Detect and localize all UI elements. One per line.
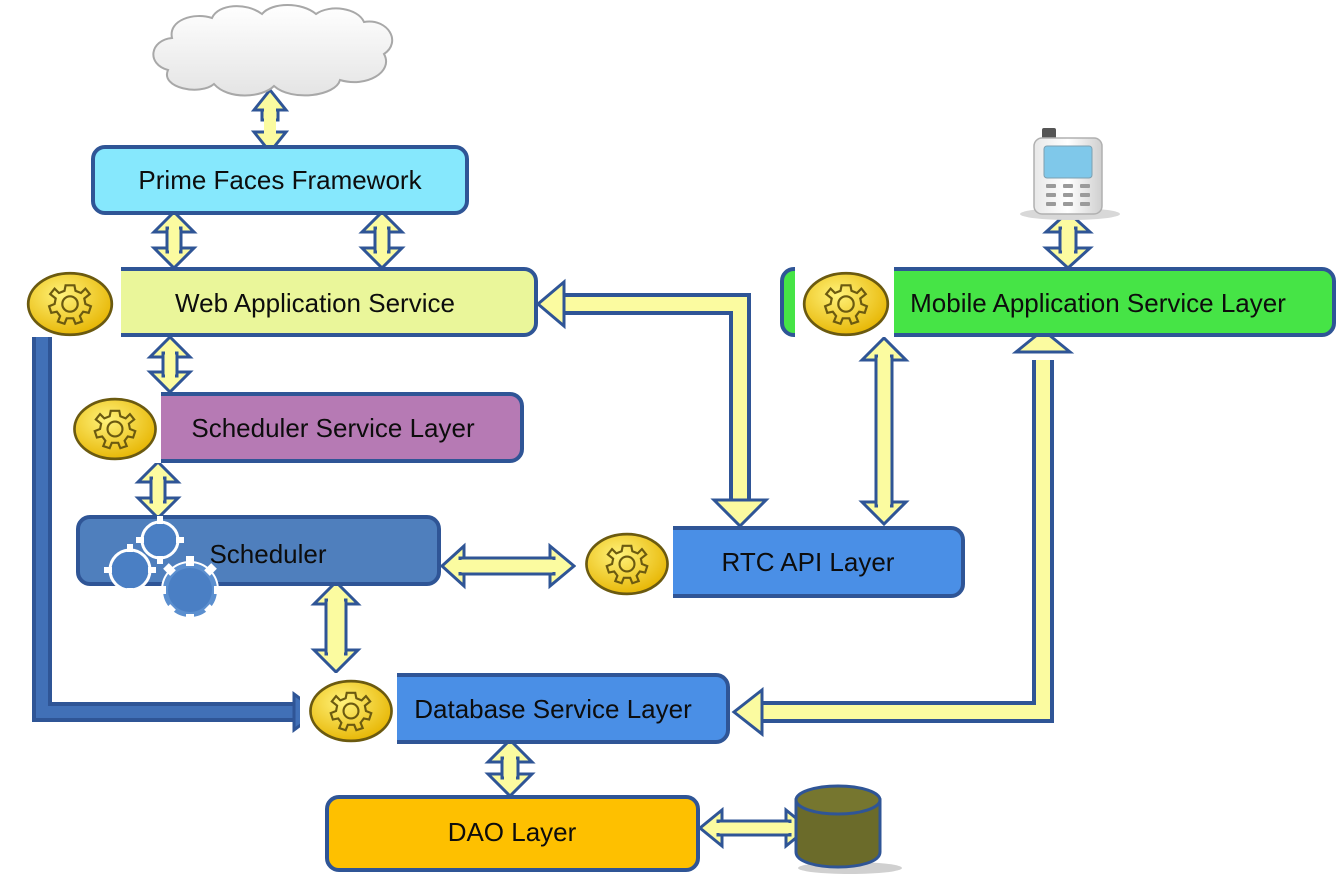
prime-faces-framework-box: Prime Faces Framework	[91, 145, 469, 215]
dao-to-db-arrow	[697, 806, 811, 850]
dao-label: DAO Layer	[448, 817, 577, 847]
scheduler-label: Scheduler	[209, 539, 326, 569]
scheduler-box: Scheduler	[76, 515, 441, 624]
phone-to-mobile-arrow	[1042, 209, 1094, 271]
gear-icon	[309, 679, 393, 743]
mobile-to-rtc-arrow	[858, 335, 910, 527]
cogs-icon	[104, 516, 224, 624]
gear-icon	[26, 271, 114, 337]
scheduler-service-label: Scheduler Service Layer	[191, 413, 475, 443]
web-application-label: Web Application Service	[175, 288, 455, 318]
mobile-application-service-box: Mobile Application Service Layer	[780, 267, 1336, 337]
gear-icon	[73, 397, 157, 461]
webapp-to-rtc-arrow	[535, 278, 770, 529]
scheduler-to-database-arrow	[310, 579, 362, 675]
database-service-layer-box: Database Service Layer	[300, 673, 730, 744]
prime-faces-label: Prime Faces Framework	[138, 165, 422, 195]
rtc-api-layer-box: RTC API Layer	[576, 526, 965, 598]
gear-icon	[802, 271, 890, 337]
cloud-to-primefaces-arrow	[250, 87, 290, 155]
primefaces-to-webapp-arrow-right	[358, 209, 406, 271]
primefaces-to-webapp-arrow-left	[150, 209, 198, 271]
web-application-service-box: Web Application Service	[20, 267, 538, 337]
dao-layer-box: DAO Layer	[325, 795, 700, 872]
cloud-icon	[152, 4, 394, 97]
mobile-phone-icon	[1020, 128, 1120, 220]
database-to-dao-arrow	[484, 737, 536, 799]
database-cylinder-icon	[794, 784, 902, 874]
scheduler-service-layer-box: Scheduler Service Layer	[64, 392, 524, 463]
mobile-to-database-arrow	[731, 328, 1075, 738]
mobile-application-label: Mobile Application Service Layer	[910, 288, 1286, 318]
database-service-label: Database Service Layer	[414, 694, 692, 724]
scheduler-service-to-scheduler-arrow	[134, 459, 182, 521]
gear-icon	[585, 532, 669, 596]
webapp-to-scheduler-service-arrow	[146, 334, 194, 395]
scheduler-to-rtc-arrow	[439, 542, 577, 590]
rtc-api-label: RTC API Layer	[722, 547, 895, 577]
